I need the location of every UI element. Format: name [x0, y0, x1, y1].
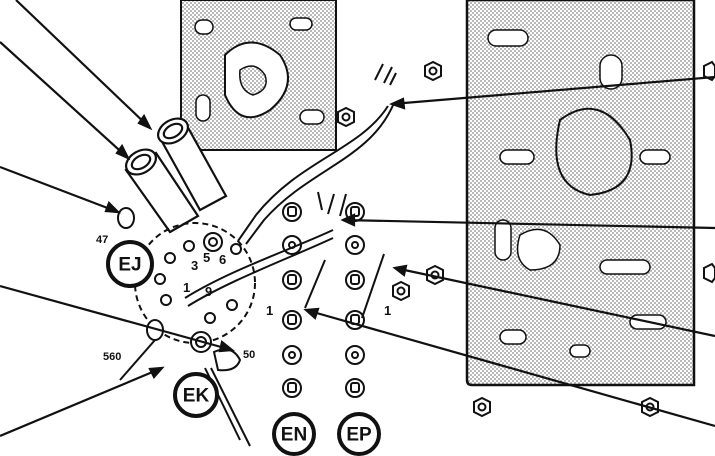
- pin-label-1-ep: 1: [384, 303, 391, 318]
- nut-icon: [703, 262, 715, 284]
- callout-ep: EP: [337, 412, 381, 456]
- leader-lines: [0, 0, 715, 438]
- board-left: [180, 0, 337, 151]
- capacitor-pair: [124, 117, 228, 234]
- callout-label-ej: EJ: [118, 255, 141, 276]
- resistors: [117, 207, 242, 372]
- callout-ej: EJ: [106, 240, 154, 288]
- pin-label-6: 6: [219, 252, 226, 267]
- value-label-470: 47: [96, 234, 108, 246]
- pin-label-9: 9: [205, 284, 212, 299]
- wires: [119, 63, 397, 447]
- nut-icon: [473, 396, 491, 418]
- callout-label-ek: EK: [183, 386, 210, 407]
- value-label-50: 50: [243, 349, 255, 361]
- pin-label-3: 3: [191, 258, 198, 273]
- callout-label-en: EN: [281, 425, 307, 446]
- pin-label-1-socket: 1: [183, 280, 190, 295]
- nut-icon: [424, 60, 442, 82]
- pin-label-5: 5: [203, 250, 210, 265]
- terminal-strip-en: [282, 202, 302, 398]
- pin-label-1-en: 1: [266, 303, 273, 318]
- nut-icon: [337, 106, 355, 128]
- mounting-nuts: [337, 60, 715, 418]
- callout-label-ep: EP: [346, 425, 372, 446]
- nut-icon: [392, 280, 410, 302]
- callout-ek: EK: [173, 372, 219, 418]
- callout-en: EN: [272, 412, 316, 456]
- value-label-560: 560: [103, 351, 121, 363]
- nut-icon: [703, 60, 715, 82]
- terminal-strip-ep: [345, 202, 365, 398]
- board-right: [465, 0, 696, 387]
